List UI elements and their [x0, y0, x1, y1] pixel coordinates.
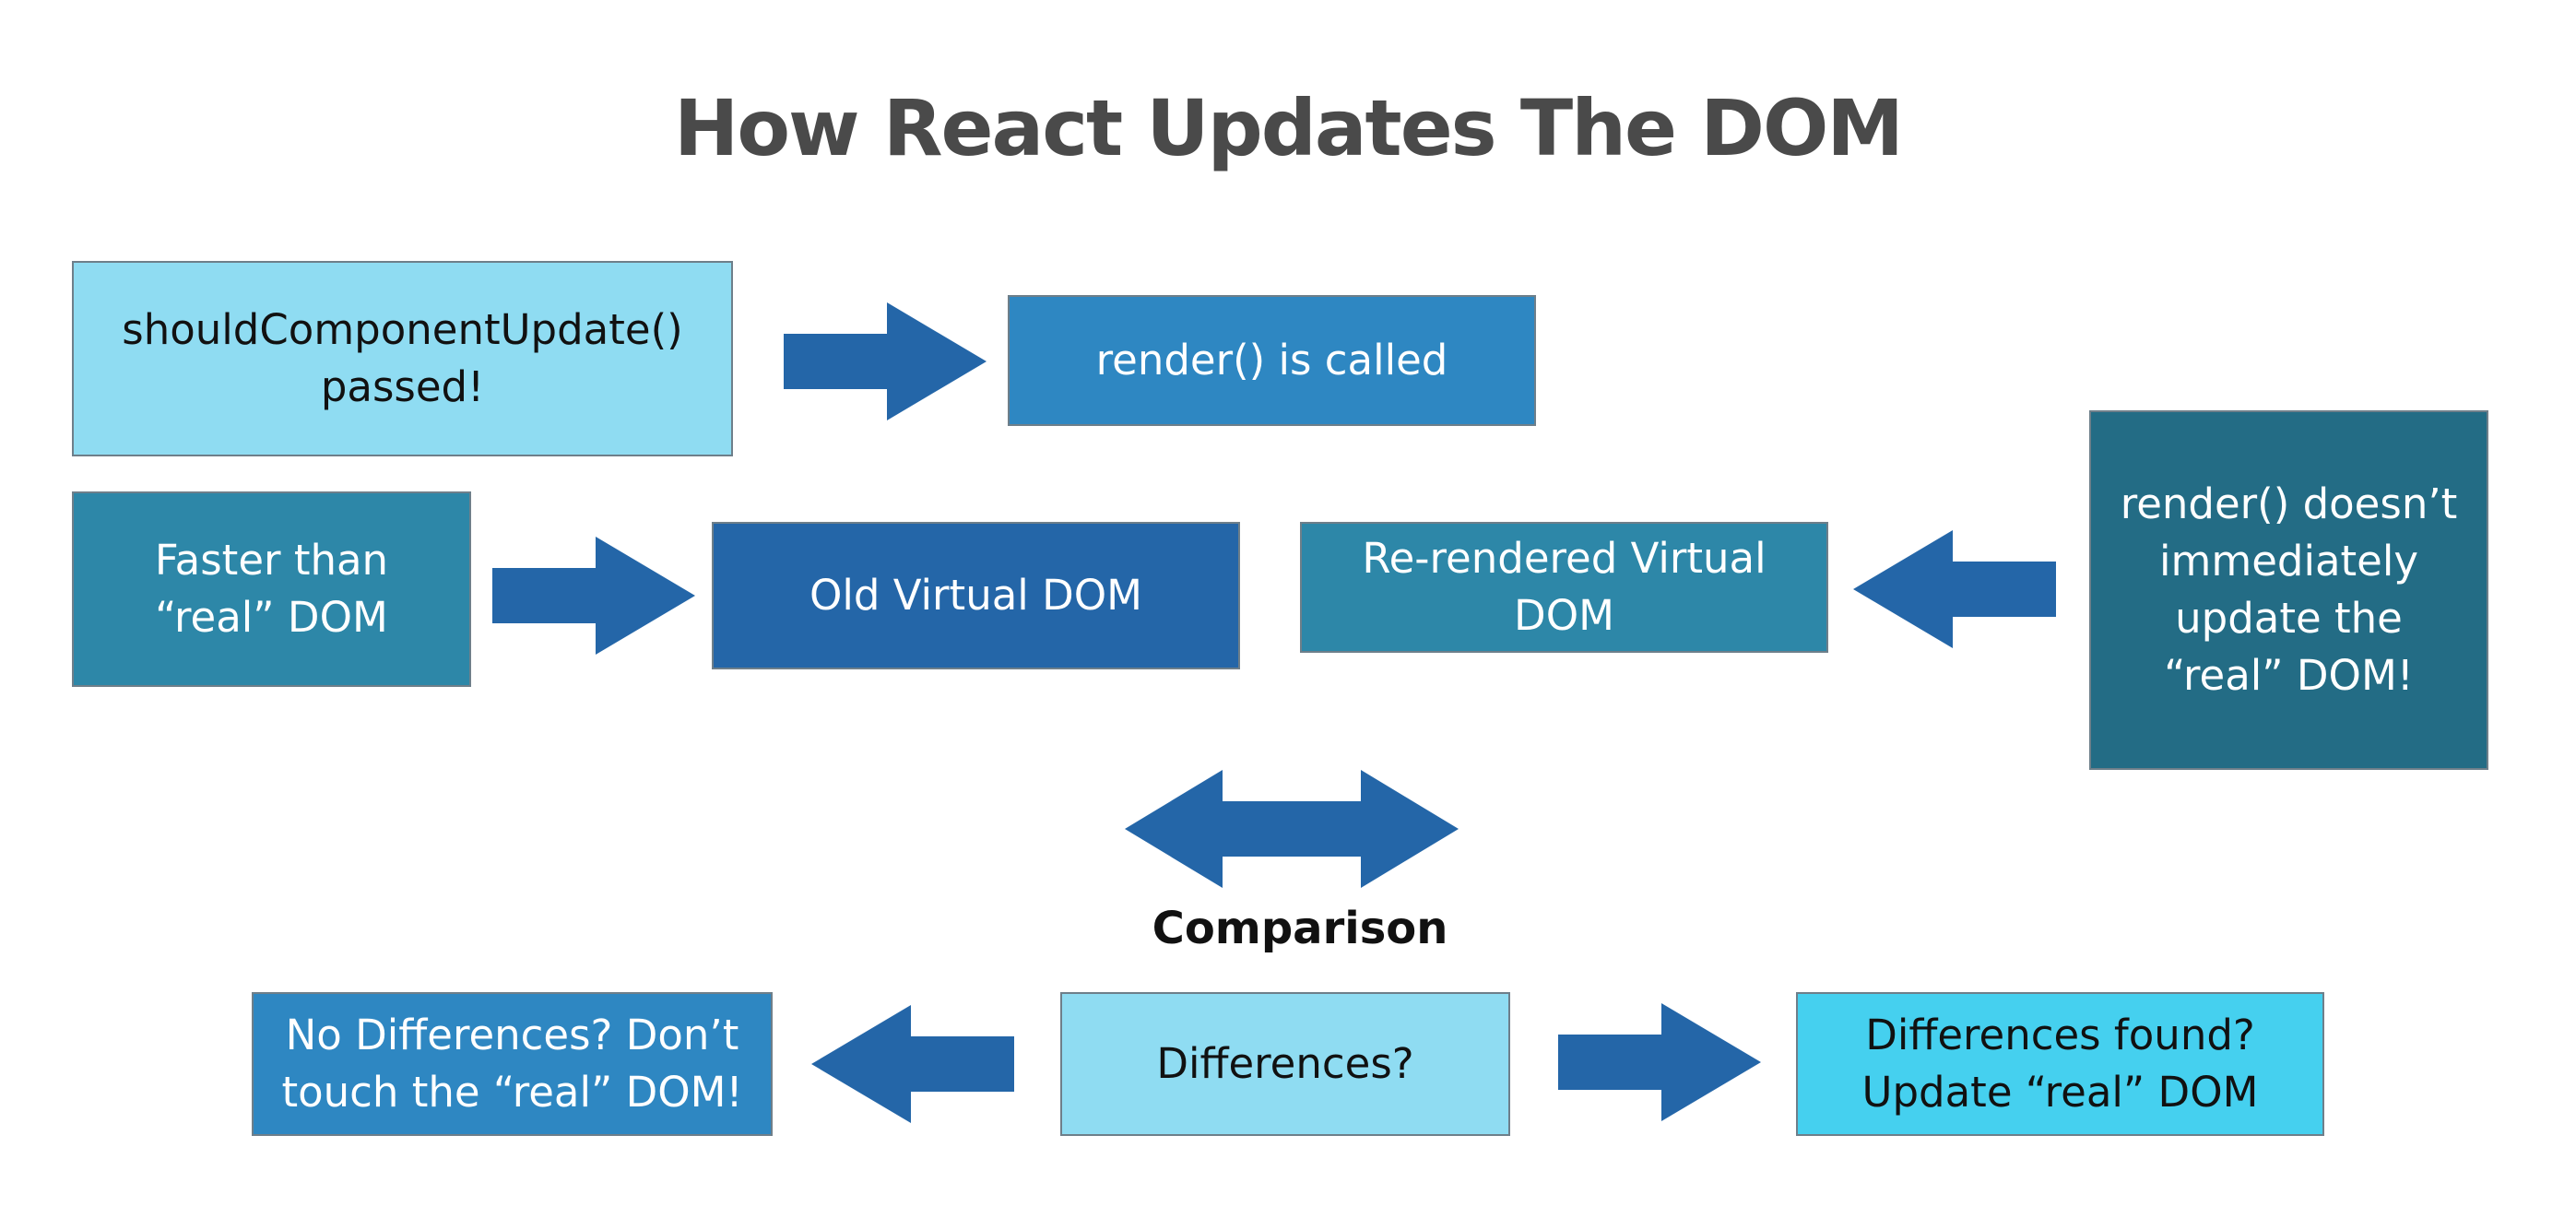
- double-arrow-icon: [1125, 770, 1459, 888]
- diagram-title: How React Updates The DOM: [674, 83, 1904, 173]
- re-rendered-virtual-dom-label: Re-rendered Virtual DOM: [1362, 534, 1767, 640]
- arrow-right-icon: [1558, 1003, 1761, 1121]
- arrow-right-icon: [784, 302, 987, 420]
- differences-found-box: Differences found? Update “real” DOM: [1796, 992, 2324, 1136]
- re-rendered-virtual-dom-box: Re-rendered Virtual DOM: [1300, 522, 1828, 653]
- differences-found-label: Differences found? Update “real” DOM: [1861, 1011, 2259, 1117]
- arrow-left-icon: [1853, 530, 2056, 648]
- render-called-box: render() is called: [1008, 295, 1536, 426]
- faster-than-real-dom-label: Faster than “real” DOM: [154, 536, 389, 642]
- differences-box: Differences?: [1060, 992, 1510, 1136]
- faster-than-real-dom-box: Faster than “real” DOM: [72, 491, 471, 687]
- no-differences-label: No Differences? Don’t touch the “real” D…: [281, 1011, 743, 1117]
- render-note-label: render() doesn’t immediately update the …: [2120, 479, 2458, 700]
- render-note-box: render() doesn’t immediately update the …: [2089, 410, 2488, 770]
- arrow-right-icon: [492, 537, 695, 655]
- should-component-update-box: shouldComponentUpdate() passed!: [72, 261, 733, 456]
- arrow-left-icon: [811, 1005, 1014, 1123]
- differences-label: Differences?: [1156, 1039, 1414, 1088]
- no-differences-box: No Differences? Don’t touch the “real” D…: [252, 992, 773, 1136]
- old-virtual-dom-box: Old Virtual DOM: [712, 522, 1240, 669]
- render-called-label: render() is called: [1095, 336, 1448, 384]
- should-component-update-label: shouldComponentUpdate() passed!: [122, 305, 683, 411]
- comparison-label: Comparison: [1152, 903, 1448, 954]
- old-virtual-dom-label: Old Virtual DOM: [809, 571, 1143, 620]
